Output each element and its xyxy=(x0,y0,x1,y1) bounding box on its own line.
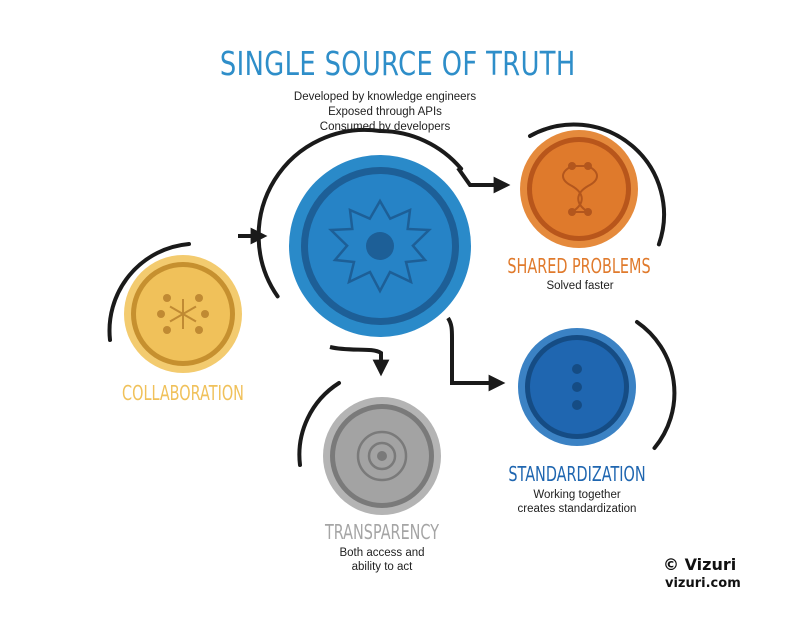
arrow-to-transparency xyxy=(329,345,390,377)
collaboration-node xyxy=(124,255,242,373)
page-title: SINGLE SOURCE OF TRUTH xyxy=(219,44,576,83)
collaboration-label: COLLABORATION xyxy=(122,381,244,405)
shared-problems-label: SHARED PROBLEMS xyxy=(507,254,651,278)
standardization-node xyxy=(518,328,636,446)
vertical-dots-icon xyxy=(572,364,582,410)
standardization-label: STANDARDIZATION xyxy=(508,462,646,486)
subtitle-line-3: Consumed by developers xyxy=(319,121,451,133)
shared-problems-node xyxy=(520,130,638,248)
subtitle-line-2: Exposed through APIs xyxy=(328,106,442,118)
collaboration-arc xyxy=(107,242,191,342)
outer-arcs xyxy=(107,122,677,467)
subtitle-line-1: Developed by knowledge engineers xyxy=(293,91,477,103)
transparency-label: TRANSPARENCY xyxy=(324,520,440,544)
connectors xyxy=(238,166,511,392)
arrow-to-standardization xyxy=(446,316,506,392)
center-arc xyxy=(256,127,464,299)
brand-copyright: © Vizuri xyxy=(663,555,737,574)
arrow-to-shared-problems xyxy=(456,166,511,194)
transparency-node xyxy=(323,397,441,515)
transparency-desc-2: ability to act xyxy=(351,561,413,573)
center-node xyxy=(289,155,471,337)
shared-problems-arc xyxy=(528,122,667,247)
starburst-icon xyxy=(328,198,432,294)
dots-ring-icon xyxy=(157,294,209,334)
shared-problems-desc: Solved faster xyxy=(546,280,614,292)
concentric-rings-icon xyxy=(356,430,408,482)
standardization-desc-1: Working together xyxy=(533,489,621,501)
transparency-desc-1: Both access and xyxy=(339,547,425,559)
brand-url: vizuri.com xyxy=(665,576,741,591)
standardization-arc xyxy=(635,320,677,450)
transparency-arc xyxy=(297,381,341,467)
asterisk-icon xyxy=(169,299,197,329)
standardization-desc-2: creates standardization xyxy=(517,503,637,515)
